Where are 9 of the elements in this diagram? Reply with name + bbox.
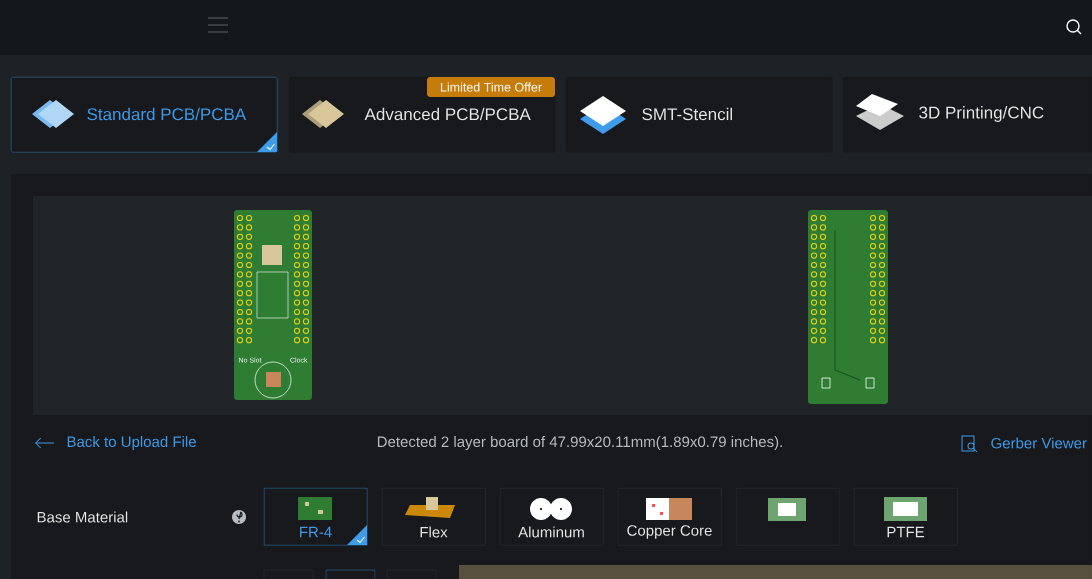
- field-label: Base Material: [37, 511, 128, 523]
- info-text: Detected 2 layer board of 47.99x20.11mm(1.89x0.79 inches).: [377, 436, 782, 450]
- tab-card: SMT-Stencil: [566, 77, 833, 153]
- link: Gerber Viewer: [991, 437, 1087, 449]
- tab-card: Standard PCB/PCBA: [11, 77, 278, 153]
- tab-card: 3D Printing/CNC: [843, 77, 1092, 153]
- option-card: Flex: [382, 488, 486, 546]
- offer-badge: Limited Time Offer: [427, 77, 555, 97]
- link: Back to Upload File: [67, 436, 196, 450]
